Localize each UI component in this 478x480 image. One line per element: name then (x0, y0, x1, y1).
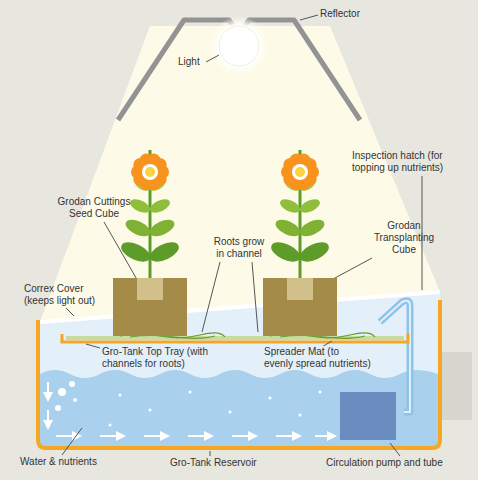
bubbles (55, 381, 322, 427)
leaf (128, 197, 152, 216)
circulation-pump (340, 392, 396, 440)
callout-label: Circulation pump and tube (326, 457, 466, 469)
water-nutrients (40, 370, 438, 446)
side-block (442, 352, 472, 420)
leaf (268, 238, 303, 265)
plant (263, 150, 337, 336)
leaf (118, 238, 153, 265)
plants (113, 150, 337, 336)
flower-centre (142, 164, 158, 180)
leaf (297, 216, 327, 239)
light-bulb (219, 26, 259, 66)
flower-centre (295, 167, 305, 177)
leaf (147, 216, 177, 239)
spreader-mat (66, 336, 404, 340)
gro-tank-reservoir (38, 300, 440, 448)
leaf (123, 216, 153, 239)
flower-centre (145, 167, 155, 177)
leader-lines (62, 15, 422, 456)
callout-label: Grodan Cuttings Seed Cube (46, 196, 142, 220)
light-glow (209, 16, 269, 76)
callout-label: Light (178, 56, 208, 68)
leaf (148, 197, 172, 216)
grodan-cube (263, 278, 337, 336)
tank-interior (40, 292, 440, 446)
leaf (147, 238, 182, 265)
seed-cube (287, 278, 313, 300)
correx-cover (40, 292, 440, 322)
grodan-cube (113, 278, 187, 336)
callout-label: Gro-Tank Reservoir (170, 457, 270, 469)
flow-arrows (48, 382, 335, 436)
flower-centre (292, 164, 308, 180)
callout-label: Reflector (320, 8, 390, 20)
callout-label: Spreader Mat (to evenly spread nutrients… (262, 346, 396, 370)
plant (113, 150, 187, 336)
callout-label: Correx Cover (keeps light out) (24, 283, 120, 307)
callout-label: Grodan Transplanting Cube (366, 220, 442, 256)
seed-cube (137, 278, 163, 300)
callout-label: Gro-Tank Top Tray (with channels for roo… (100, 346, 230, 370)
leaf (298, 197, 322, 216)
callout-label: Water & nutrients (20, 456, 120, 468)
leaf (278, 197, 302, 216)
leaf (273, 216, 303, 239)
leaf (297, 238, 332, 265)
callout-label: Inspection hatch (for topping up nutrien… (352, 150, 474, 174)
callout-label: Roots grow in channel (196, 236, 282, 260)
